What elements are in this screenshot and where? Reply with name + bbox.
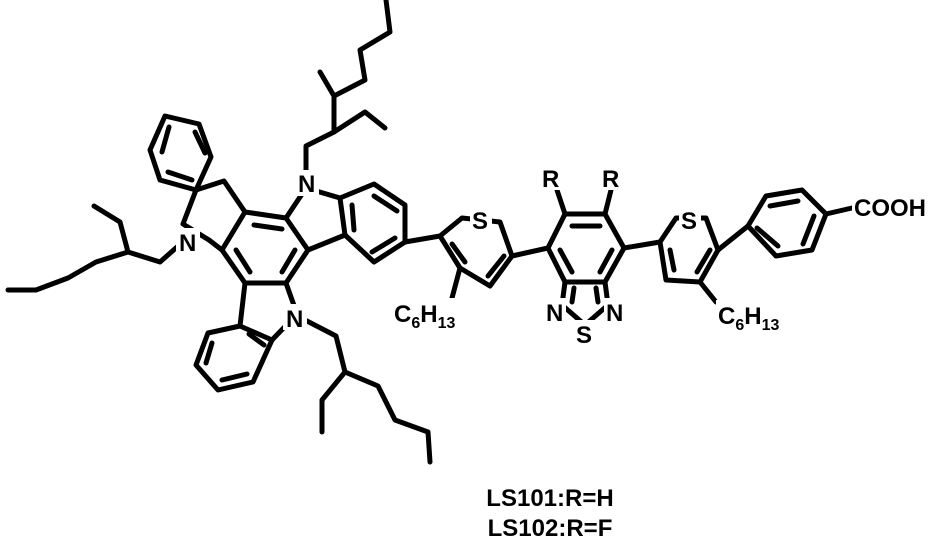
link-btd-thiophene2 xyxy=(621,239,663,251)
atom-s-thiadiazole: S xyxy=(576,322,592,349)
atom-n-top: N xyxy=(298,171,315,198)
benzene-top-right-d2 xyxy=(369,235,398,255)
benzene-bottom-d1 xyxy=(203,340,215,366)
benzene-top-right-d1 xyxy=(371,193,400,214)
hexyl-1-c-sub: 6 xyxy=(411,315,420,332)
btd-benzene-d2 xyxy=(557,247,575,275)
atom-n-left: N xyxy=(179,230,196,257)
link-core-thiophene1 xyxy=(402,233,443,245)
phenyl-d1 xyxy=(767,198,801,209)
compound-caption-ls101: LS101:R=H xyxy=(486,485,614,512)
chain-top-n-branch xyxy=(317,69,337,99)
indole-top-right-pyrrole xyxy=(283,185,348,253)
chain-left-n-ethyl xyxy=(91,203,131,255)
hexyl-group-2: C6H13 xyxy=(718,303,779,334)
link-thiophene2-phenyl xyxy=(715,223,751,253)
chain-top-n-ethyl xyxy=(331,109,388,135)
hexyl-2-h-sub: 13 xyxy=(762,317,780,334)
atom-cooh: COOH xyxy=(854,195,926,222)
chain-bottom-n-ethyl xyxy=(319,369,348,435)
atom-r-right: R xyxy=(602,166,619,193)
bond-skeleton xyxy=(5,0,855,465)
btd-benzene-d3 xyxy=(597,247,615,275)
benzene-bottom-d2 xyxy=(219,371,250,383)
thiadiazole-d1 xyxy=(569,285,577,305)
compound-caption-ls102: LS102:R=F xyxy=(487,515,613,542)
benzene-top-left-d3 xyxy=(165,169,195,183)
link-thiophene1-btd xyxy=(509,245,551,259)
phenyl-cooh-bond xyxy=(823,205,855,217)
thiadiazole-d2 xyxy=(593,285,601,305)
phenyl-d2 xyxy=(800,213,817,247)
phenyl-ring xyxy=(745,187,829,259)
chain-top-n xyxy=(303,0,393,173)
benzene-top-left xyxy=(147,113,214,193)
benzene-bottom xyxy=(193,323,275,393)
n-left-link xyxy=(206,237,225,253)
atom-s-thiophene-2: S xyxy=(681,208,697,235)
chain-bottom-n xyxy=(302,317,433,465)
hexyl-group-1: C6H13 xyxy=(394,301,455,332)
hexyl-2-c: C xyxy=(718,303,735,330)
atom-s-thiophene-1: S xyxy=(472,208,488,235)
btd-r-right-bond xyxy=(602,187,614,217)
core-central-ring-double-3 xyxy=(279,247,298,275)
thiophene-1-d2 xyxy=(485,253,507,279)
thiophene-1-d1 xyxy=(449,241,468,265)
btd-r-left-bond xyxy=(554,187,568,217)
phenyl-d3 xyxy=(754,225,781,249)
core-central-ring-double-2 xyxy=(233,247,253,275)
atom-r-left: R xyxy=(542,166,559,193)
benzene-top-right-d3 xyxy=(349,202,357,233)
atom-labels: N N N S S R R N N S COOH C6H13 C6H13 xyxy=(176,164,926,349)
thiophene-2-d2 xyxy=(694,247,713,275)
atom-n-thiadiazole-left: N xyxy=(546,300,563,327)
hexyl-1-c: C xyxy=(394,301,411,328)
hexyl-2-c-sub: 6 xyxy=(735,317,744,334)
thiophene-1-hexyl xyxy=(449,265,463,301)
hexyl-1-h: H xyxy=(420,301,437,328)
hexyl-1-h-sub: 13 xyxy=(438,315,456,332)
thiophene-2-d1 xyxy=(667,247,677,273)
core-central-ring xyxy=(219,209,311,286)
atom-n-bottom: N xyxy=(286,306,303,333)
chain-left-n xyxy=(5,237,188,293)
benzene-bottom-d3 xyxy=(246,331,267,348)
hexyl-2-h: H xyxy=(744,303,761,330)
atom-n-thiadiazole-right: N xyxy=(606,300,623,327)
benzene-top-right xyxy=(337,181,408,265)
benzene-top-left-d1 xyxy=(192,129,208,156)
thiadiazole-ring xyxy=(559,279,611,328)
benzene-top-left-d2 xyxy=(159,124,172,155)
core-central-ring-double-1 xyxy=(251,222,285,232)
thiophene-2-hexyl xyxy=(697,279,719,305)
